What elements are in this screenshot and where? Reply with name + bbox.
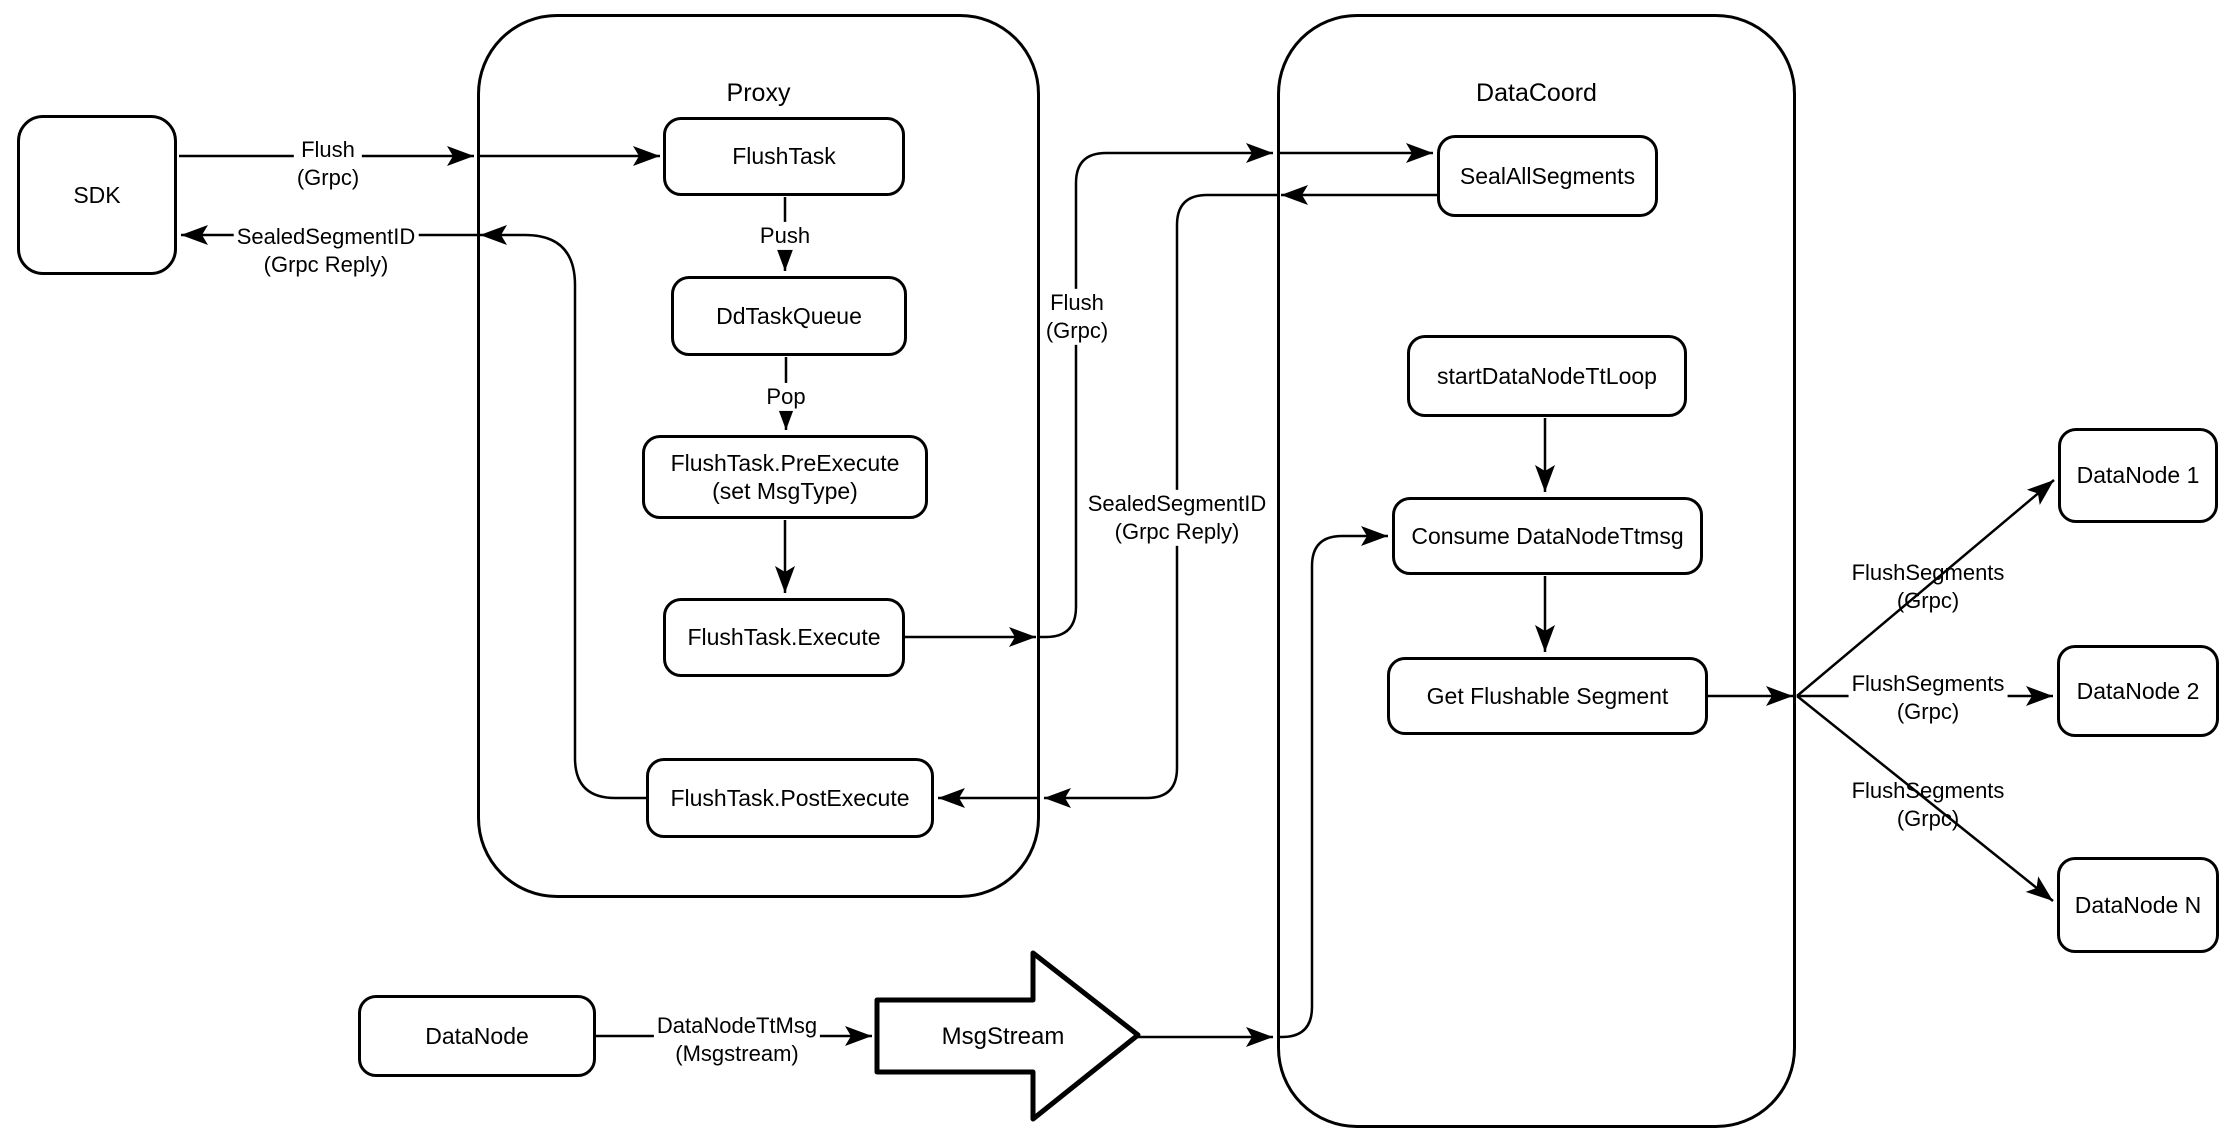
edge-datacoord-edge-to-consume xyxy=(1277,526,1388,1039)
node-seal-all-segments: SealAllSegments xyxy=(1437,135,1658,217)
node-get-flushable-segment: Get Flushable Segment xyxy=(1387,657,1708,735)
node-datanode: DataNode xyxy=(358,995,596,1077)
edge-label-datanode-tt-msg: DataNodeTtMsg (Msgstream) xyxy=(653,1011,821,1069)
node-flush-task-post-execute: FlushTask.PostExecute xyxy=(646,758,934,838)
datacoord-container: DataCoord xyxy=(1277,14,1796,1128)
edge-label-sealed-segment-id-sdk: SealedSegmentID (Grpc Reply) xyxy=(233,222,419,280)
node-start-datanode-tt-loop: startDataNodeTtLoop xyxy=(1407,335,1687,417)
node-datanode-n: DataNode N xyxy=(2057,857,2219,953)
edge-label-push: Push xyxy=(756,221,814,251)
node-datanode-1: DataNode 1 xyxy=(2058,428,2218,523)
node-consume-datanode-ttmsg: Consume DataNodeTtmsg xyxy=(1392,497,1703,575)
edge-label-flush-grpc-mid: Flush (Grpc) xyxy=(1042,288,1112,346)
node-flush-task-pre-execute: FlushTask.PreExecute (set MsgType) xyxy=(642,435,928,519)
edge-label-pop: Pop xyxy=(763,382,809,412)
msgstream-shape xyxy=(874,950,1141,1122)
edge-postexecute-to-proxy-edge xyxy=(480,225,646,800)
edge-proxy-edge-to-datacoord xyxy=(1040,143,1273,639)
node-flush-task: FlushTask xyxy=(663,117,905,196)
edge-label-flush-segments-3: FlushSegments (Grpc) xyxy=(1851,777,2005,831)
edge-label-sealed-segment-id-mid: SealedSegmentID (Grpc Reply) xyxy=(1084,489,1270,547)
edge-fan-to-datanode1 xyxy=(1796,479,2055,697)
node-sdk: SDK xyxy=(17,115,177,275)
edge-label-flush-segments-1: FlushSegments (Grpc) xyxy=(1851,559,2005,613)
node-datanode-2: DataNode 2 xyxy=(2057,645,2219,737)
node-flush-task-execute: FlushTask.Execute xyxy=(663,598,905,677)
proxy-container-title: Proxy xyxy=(726,79,791,107)
node-dd-task-queue: DdTaskQueue xyxy=(671,276,907,356)
datacoord-container-title: DataCoord xyxy=(1476,79,1597,107)
edge-label-flush-segments-2: FlushSegments (Grpc) xyxy=(1848,669,2008,727)
edge-fan-to-datanoden xyxy=(1796,695,2054,902)
msgstream-label: MsgStream xyxy=(941,1023,1065,1050)
proxy-container: Proxy xyxy=(477,14,1040,898)
edge-label-flush-grpc-sdk: Flush (Grpc) xyxy=(293,135,363,193)
